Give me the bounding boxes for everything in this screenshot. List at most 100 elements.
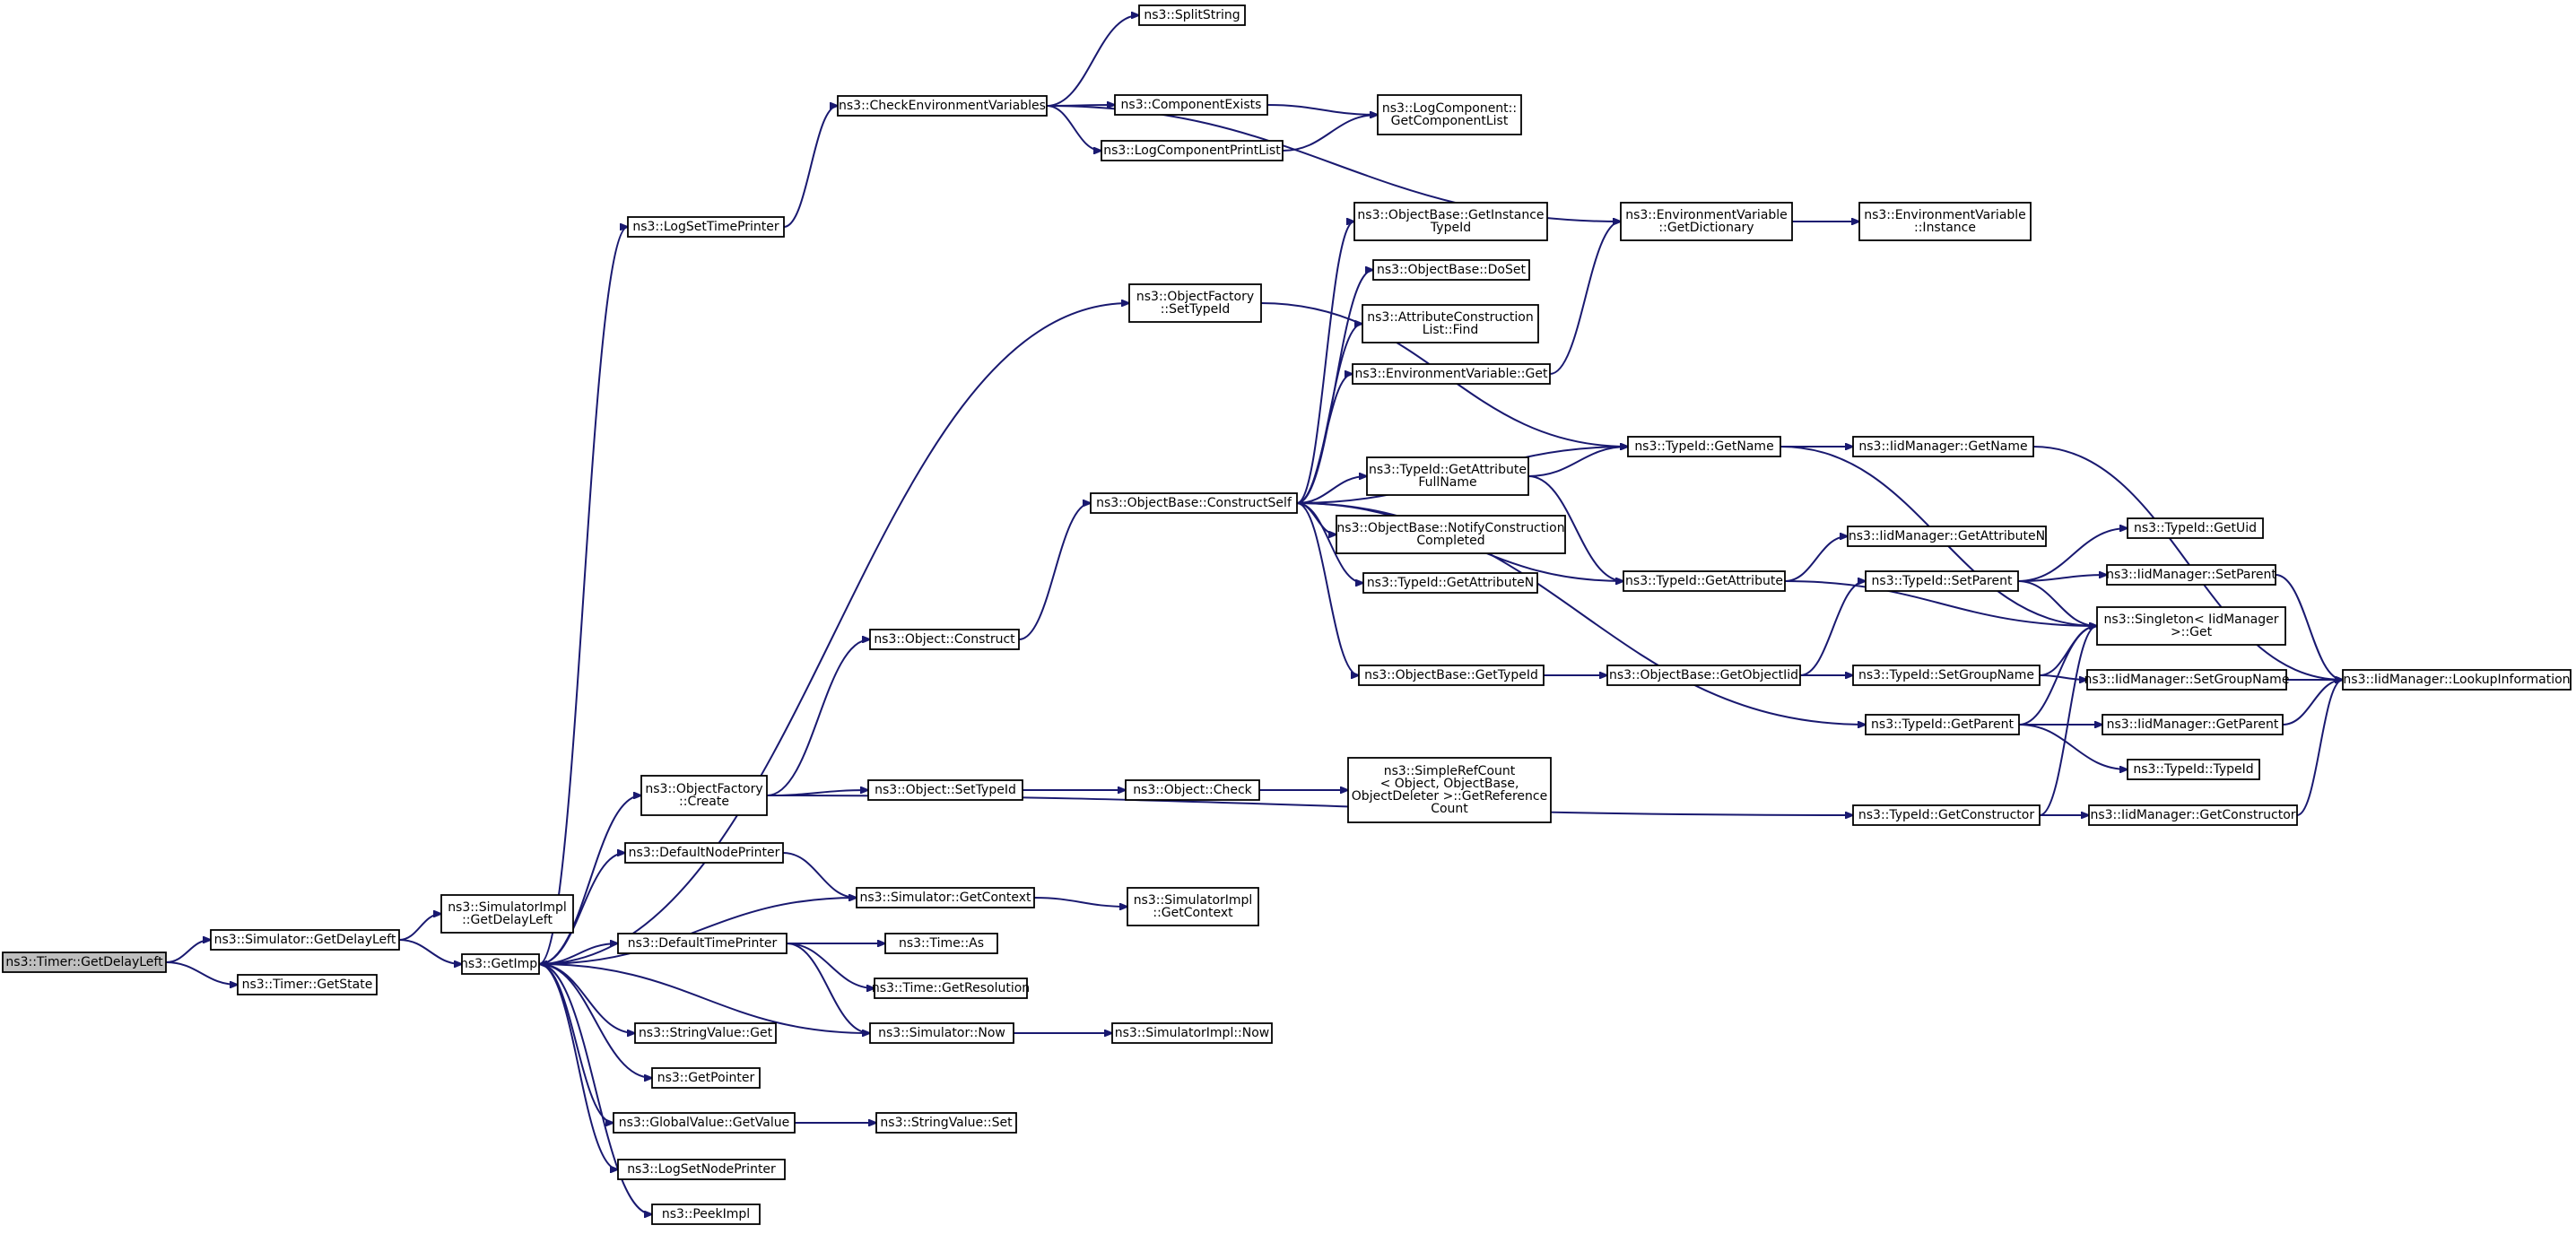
node-ns3-componentexists[interactable]: ns3::ComponentExists	[1114, 94, 1268, 116]
node-ns3-simulator-now[interactable]: ns3::Simulator::Now	[869, 1022, 1014, 1044]
node-label: ::SetTypeId	[1161, 302, 1231, 317]
node-ns3-typeid-typeid[interactable]: ns3::TypeId::TypeId	[2127, 759, 2260, 780]
node-ns3-defaultnodeprinter[interactable]: ns3::DefaultNodePrinter	[624, 842, 784, 864]
node-ns3-typeid-getuid[interactable]: ns3::TypeId::GetUid	[2127, 517, 2264, 539]
node-ns3-objectfactory-settypeid[interactable]: ns3::ObjectFactory::SetTypeId	[1128, 283, 1262, 323]
node-ns3-objectbase-notifyconstruction-completed[interactable]: ns3::ObjectBase::NotifyConstructionCompl…	[1336, 515, 1566, 554]
node-ns3-simulatorimpl-getcontext[interactable]: ns3::SimulatorImpl::GetContext	[1127, 887, 1259, 926]
node-ns3-logcomponent-getcomponentlist[interactable]: ns3::LogComponent::GetComponentList	[1377, 94, 1522, 135]
edge-ns3-getimpl-to-ns3-logsettimeprinter	[538, 227, 628, 965]
node-ns3-object-check[interactable]: ns3::Object::Check	[1125, 779, 1260, 801]
node-ns3-environmentvariable-get[interactable]: ns3::EnvironmentVariable::Get	[1352, 363, 1551, 385]
node-box	[1858, 202, 2032, 241]
node-ns3-singleton-iidmanager-get[interactable]: ns3::Singleton< IidManager>::Get	[2096, 606, 2286, 646]
node-label: ns3::TypeId::GetAttribute	[1625, 574, 1783, 588]
node-label: ns3::StringValue::Set	[880, 1116, 1013, 1130]
node-ns3-object-construct[interactable]: ns3::Object::Construct	[869, 629, 1020, 650]
node-ns3-typeid-getattributen[interactable]: ns3::TypeId::GetAttributeN	[1362, 572, 1538, 594]
node-ns3-logsettimeprinter[interactable]: ns3::LogSetTimePrinter	[627, 216, 785, 238]
node-label: ns3::Simulator::Now	[878, 1026, 1005, 1040]
node-ns3-checkenvironmentvariables[interactable]: ns3::CheckEnvironmentVariables	[837, 95, 1048, 117]
node-box	[461, 953, 540, 975]
node-box	[613, 1112, 796, 1134]
node-ns3-simulatorimpl-getdelayleft[interactable]: ns3::SimulatorImpl::GetDelayLeft	[440, 894, 574, 934]
node-label: ns3::GlobalValue::GetValue	[619, 1116, 789, 1130]
node-ns3-objectbase-doset[interactable]: ns3::ObjectBase::DoSet	[1372, 259, 1530, 281]
node-ns3-simplerefcount-object-objectbase-objectdeleter-getreference-count[interactable]: ns3::SimpleRefCount< Object, ObjectBase,…	[1347, 757, 1552, 823]
node-ns3-simulator-getcontext[interactable]: ns3::Simulator::GetContext	[856, 887, 1035, 908]
edge-ns3-checkenvironmentvariables-to-ns3-splitstring	[1046, 15, 1139, 107]
edge-ns3-checkenvironmentvariables-to-ns3-logcomponentprintlist	[1046, 105, 1101, 151]
node-ns3-typeid-getconstructor[interactable]: ns3::TypeId::GetConstructor	[1852, 804, 2041, 826]
node-label: ns3::EnvironmentVariable	[1864, 208, 2026, 222]
node-label: ns3::TypeId::GetParent	[1871, 717, 2014, 732]
node-ns3-iidmanager-getname[interactable]: ns3::IidManager::GetName	[1852, 436, 2034, 457]
node-label: ns3::TypeId::GetAttributeN	[1367, 576, 1534, 590]
node-label: ns3::IidManager::GetName	[1858, 439, 2027, 454]
node-ns3-objectbase-getobjectiid[interactable]: ns3::ObjectBase::GetObjectIid	[1606, 665, 1801, 686]
node-ns3-typeid-setparent[interactable]: ns3::TypeId::SetParent	[1865, 570, 2019, 592]
node-ns3-object-settypeid[interactable]: ns3::Object::SetTypeId	[867, 779, 1023, 801]
node-ns3-timer-getdelayleft[interactable]: ns3::Timer::GetDelayLeft	[2, 952, 167, 973]
node-ns3-iidmanager-getparent[interactable]: ns3::IidManager::GetParent	[2102, 714, 2284, 735]
node-ns3-objectbase-constructself[interactable]: ns3::ObjectBase::ConstructSelf	[1090, 492, 1298, 514]
node-ns3-environmentvariable-instance[interactable]: ns3::EnvironmentVariable::Instance	[1858, 202, 2032, 241]
node-ns3-timer-getstate[interactable]: ns3::Timer::GetState	[237, 974, 378, 995]
node-box	[440, 894, 574, 934]
node-ns3-peekimpl[interactable]: ns3::PeekImpl	[651, 1204, 761, 1225]
node-label: ns3::IidManager::SetGroupName	[2084, 673, 2290, 687]
edge-ns3-iidmanager-getname-to-ns3-iidmanager-lookupinformation	[2032, 446, 2343, 680]
node-label: ns3::GetImpl	[460, 957, 541, 971]
node-ns3-objectfactory-create[interactable]: ns3::ObjectFactory::Create	[640, 775, 768, 816]
node-ns3-splitstring[interactable]: ns3::SplitString	[1138, 4, 1246, 26]
node-ns3-iidmanager-getconstructor[interactable]: ns3::IidManager::GetConstructor	[2088, 804, 2298, 826]
node-ns3-objectbase-gettypeid[interactable]: ns3::ObjectBase::GetTypeId	[1358, 665, 1545, 686]
node-ns3-simulatorimpl-now[interactable]: ns3::SimulatorImpl::Now	[1111, 1022, 1273, 1044]
node-box	[1847, 526, 2047, 547]
node-ns3-globalvalue-getvalue[interactable]: ns3::GlobalValue::GetValue	[613, 1112, 796, 1134]
node-ns3-typeid-setgroupname[interactable]: ns3::TypeId::SetGroupName	[1852, 665, 2041, 686]
node-ns3-iidmanager-getattributen[interactable]: ns3::IidManager::GetAttributeN	[1847, 526, 2047, 547]
node-label: ::GetDelayLeft	[462, 913, 553, 927]
node-ns3-stringvalue-set[interactable]: ns3::StringValue::Set	[875, 1112, 1017, 1134]
node-box	[617, 1159, 786, 1180]
node-label: ns3::LogComponentPrintList	[1103, 143, 1281, 158]
node-ns3-defaulttimeprinter[interactable]: ns3::DefaultTimePrinter	[617, 933, 788, 954]
node-ns3-iidmanager-setparent[interactable]: ns3::IidManager::SetParent	[2106, 564, 2276, 586]
node-ns3-typeid-getname[interactable]: ns3::TypeId::GetName	[1627, 436, 1781, 457]
node-label: ns3::IidManager::GetParent	[2107, 717, 2279, 732]
node-ns3-simulator-getdelayleft[interactable]: ns3::Simulator::GetDelayLeft	[210, 929, 400, 951]
node-box	[1114, 94, 1268, 116]
edge-ns3-typeid-setparent-to-ns3-typeid-getuid	[2017, 528, 2128, 582]
node-box	[1138, 4, 1246, 26]
node-ns3-iidmanager-setgroupname[interactable]: ns3::IidManager::SetGroupName	[2084, 669, 2290, 691]
edge-ns3-getimpl-to-ns3-getpointer	[538, 963, 652, 1078]
edge-ns3-simulator-now-to-ns3-getimpl	[539, 964, 871, 1034]
node-box	[1127, 887, 1259, 926]
edge-ns3-objectbase-constructself-to-ns3-objectbase-getinstance-typeid	[1296, 222, 1354, 504]
node-label: ns3::AttributeConstruction	[1367, 310, 1533, 325]
node-ns3-environmentvariable-getdictionary[interactable]: ns3::EnvironmentVariable::GetDictionary	[1620, 202, 1793, 241]
node-label: ns3::LogSetTimePrinter	[632, 220, 779, 234]
node-ns3-stringvalue-get[interactable]: ns3::StringValue::Get	[634, 1022, 777, 1044]
edge-ns3-typeid-setgroupname-to-ns3-iidmanager-setgroupname	[2039, 674, 2087, 680]
node-ns3-typeid-getattribute[interactable]: ns3::TypeId::GetAttribute	[1623, 570, 1786, 592]
node-ns3-iidmanager-lookupinformation[interactable]: ns3::IidManager::LookupInformation	[2342, 669, 2572, 691]
node-ns3-logcomponentprintlist[interactable]: ns3::LogComponentPrintList	[1101, 140, 1284, 161]
node-label: < Object, ObjectBase,	[1380, 777, 1519, 791]
node-ns3-logsetnodeprinter[interactable]: ns3::LogSetNodePrinter	[617, 1159, 786, 1180]
node-ns3-typeid-getparent[interactable]: ns3::TypeId::GetParent	[1865, 714, 2020, 735]
node-label: ns3::ObjectFactory	[1136, 290, 1254, 304]
edge-ns3-iidmanager-getconstructor-to-ns3-iidmanager-lookupinformation	[2296, 680, 2343, 816]
node-ns3-time-getresolution[interactable]: ns3::Time::GetResolution	[872, 978, 1030, 999]
node-box	[1362, 304, 1539, 343]
node-ns3-getpointer[interactable]: ns3::GetPointer	[651, 1067, 761, 1089]
node-ns3-time-as[interactable]: ns3::Time::As	[884, 933, 998, 954]
node-box	[2, 952, 167, 973]
node-label: ns3::Object::SetTypeId	[875, 783, 1016, 797]
node-ns3-getimpl[interactable]: ns3::GetImpl	[460, 953, 541, 975]
